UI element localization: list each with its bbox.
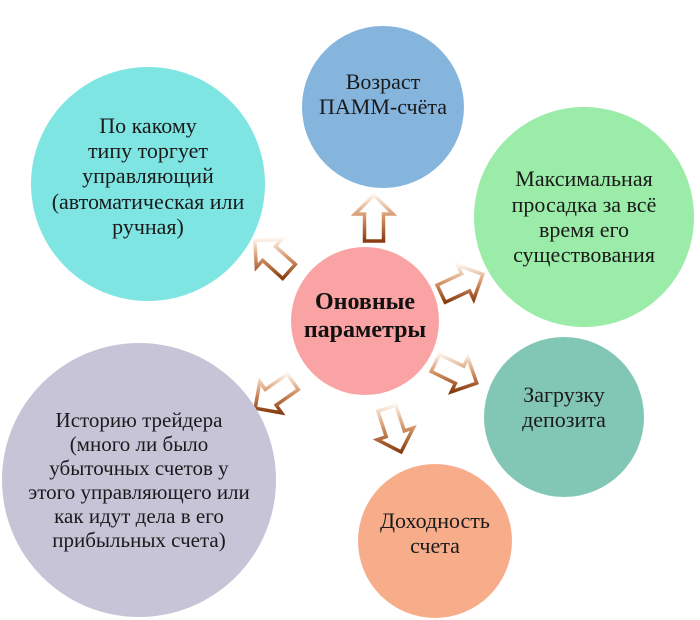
node-profitability-label: Доходность счета — [380, 507, 490, 558]
arrow-up-left-icon — [253, 237, 298, 281]
node-trader-history-label: Историю трейдера (много ли было убыточны… — [28, 407, 250, 553]
node-profitability: Доходность счета — [358, 464, 512, 618]
arrow-down-icon — [372, 402, 417, 455]
node-max-drawdown: Максимальная просадка за всё время его с… — [474, 107, 694, 327]
node-pamm-age: Возраст ПАММ-счёта — [302, 26, 464, 188]
node-trade-type-label: По какому типу торгует управляющий (авто… — [51, 112, 245, 239]
node-deposit-load-label: Загрузку депозита — [522, 381, 606, 432]
node-max-drawdown-label: Максимальная просадка за всё время его с… — [511, 166, 657, 268]
node-trader-history: Историю трейдера (много ли было убыточны… — [2, 343, 276, 617]
arrow-down-right-icon — [428, 352, 479, 395]
arrow-right-icon — [434, 262, 486, 305]
arrow-down-left-icon — [253, 371, 301, 416]
node-trade-type: По какому типу торгует управляющий (авто… — [31, 67, 265, 301]
node-pamm-age-label: Возраст ПАММ-счёта — [318, 68, 448, 119]
node-main-parameters: Оновные параметры — [291, 247, 439, 395]
node-deposit-load: Загрузку депозита — [484, 337, 644, 497]
node-main-parameters-label: Оновные параметры — [303, 289, 427, 343]
arrow-up-icon — [350, 192, 398, 243]
